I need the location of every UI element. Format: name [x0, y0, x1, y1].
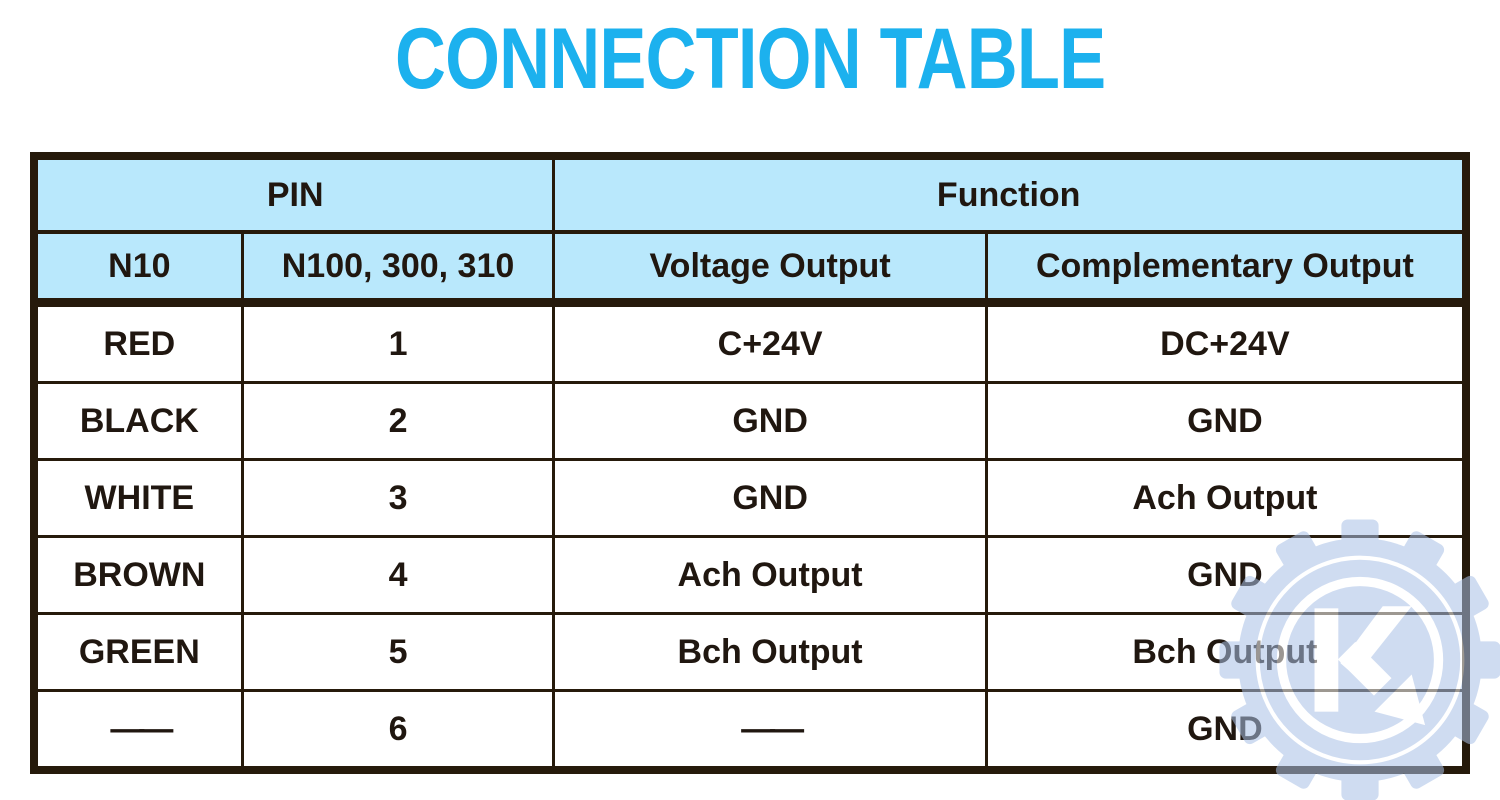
table-row: GREEN 5 Bch Output Bch Output	[32, 612, 1468, 692]
header-n10: N10	[32, 230, 244, 307]
cell-pin-number: 6	[240, 689, 556, 772]
cell-voltage-function: Ach Output	[552, 535, 988, 615]
cell-complementary-function: DC+24V	[984, 301, 1468, 384]
table-row: BLACK 2 GND GND	[32, 381, 1468, 461]
cell-voltage-function: Bch Output	[552, 612, 988, 692]
cell-wire-color: WHITE	[32, 458, 244, 538]
cell-voltage-function: GND	[552, 458, 988, 538]
table-row: WHITE 3 GND Ach Output	[32, 458, 1468, 538]
cell-voltage-function: GND	[552, 381, 988, 461]
cell-pin-number: 1	[240, 301, 556, 384]
cell-complementary-function: GND	[984, 381, 1468, 461]
cell-wire-color: RED	[32, 301, 244, 384]
header-voltage-output: Voltage Output	[552, 230, 988, 307]
cell-wire-color: GREEN	[32, 612, 244, 692]
cell-pin-number: 3	[240, 458, 556, 538]
cell-complementary-function: Ach Output	[984, 458, 1468, 538]
cell-complementary-function: GND	[984, 535, 1468, 615]
table-row: —— 6 —— GND	[32, 689, 1468, 772]
cell-wire-color: BROWN	[32, 535, 244, 615]
connection-table: PIN Function N10 N100, 300, 310 Voltage …	[30, 152, 1470, 774]
cell-voltage-function: ——	[552, 689, 988, 772]
cell-wire-color: BLACK	[32, 381, 244, 461]
table-row: BROWN 4 Ach Output GND	[32, 535, 1468, 615]
title-bar: CONNECTION TABLE	[0, 10, 1500, 109]
cell-wire-color: ——	[32, 689, 244, 772]
cell-pin-number: 4	[240, 535, 556, 615]
header-n100-300-310: N100, 300, 310	[240, 230, 556, 307]
table-row: RED 1 C+24V DC+24V	[32, 301, 1468, 384]
cell-complementary-function: GND	[984, 689, 1468, 772]
cell-complementary-function: Bch Output	[984, 612, 1468, 692]
page-title: CONNECTION TABLE	[394, 11, 1106, 107]
cell-voltage-function: C+24V	[552, 301, 988, 384]
cell-pin-number: 5	[240, 612, 556, 692]
header-complementary-output: Complementary Output	[984, 230, 1468, 307]
cell-pin-number: 2	[240, 381, 556, 461]
header-pin: PIN	[32, 154, 556, 234]
table-header-group-row: PIN Function	[32, 154, 1468, 234]
header-function: Function	[552, 154, 1468, 234]
table-header-sub-row: N10 N100, 300, 310 Voltage Output Comple…	[32, 230, 1468, 307]
